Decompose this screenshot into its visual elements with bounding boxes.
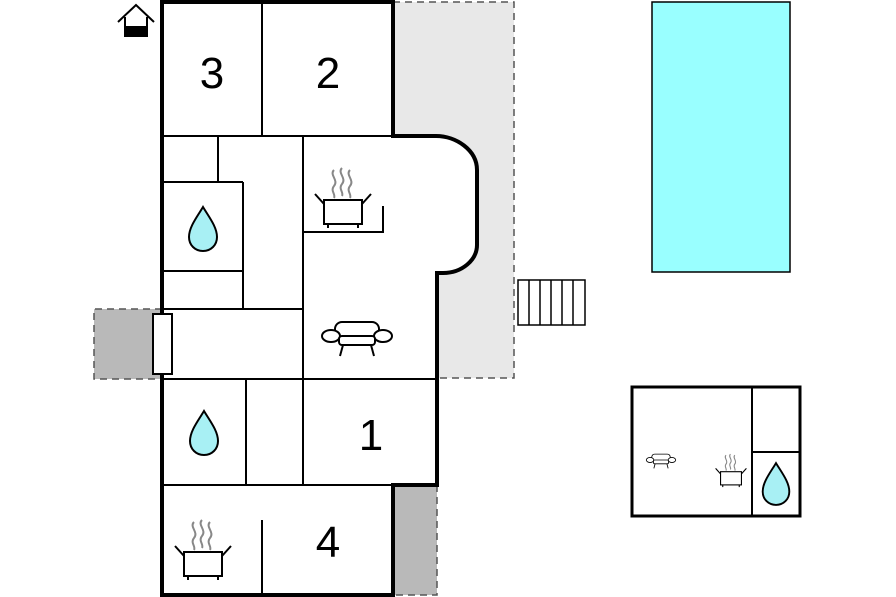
entry-porch (93, 308, 162, 380)
stairs-icon (517, 279, 586, 326)
grey-patch (395, 485, 438, 596)
room-label-4: 4 (316, 518, 340, 567)
room-label-3: 3 (200, 49, 224, 98)
swimming-pool (651, 1, 791, 273)
room-label-1: 1 (359, 411, 383, 460)
room-label-2: 2 (316, 49, 340, 98)
house-interior (162, 2, 477, 595)
entrance-door (152, 313, 173, 375)
exterior-walls (160, 0, 479, 597)
house-entrance-icon (117, 3, 155, 37)
interior-walls (162, 2, 437, 595)
